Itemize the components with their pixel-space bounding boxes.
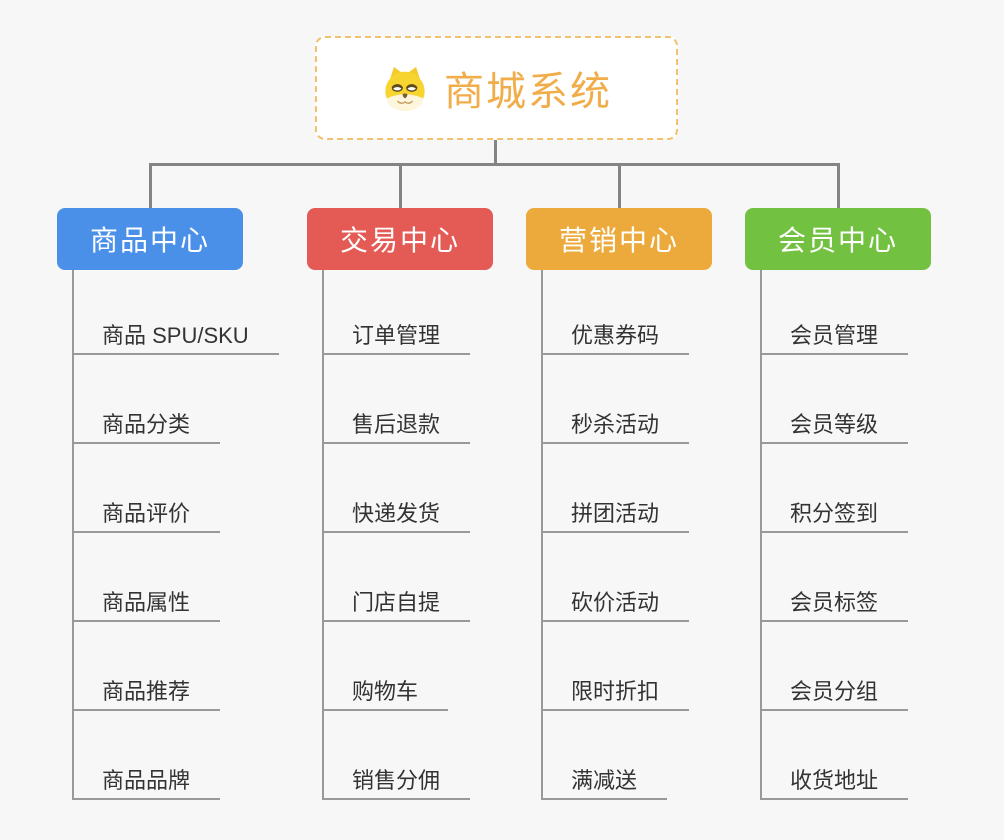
- subtopic-item[interactable]: 商品推荐: [72, 675, 221, 711]
- connector-branch-stem-0: [149, 164, 152, 208]
- subtopic-item[interactable]: 商品品牌: [72, 764, 221, 800]
- subtopic-item[interactable]: 商品评价: [72, 497, 221, 533]
- subtopic-item[interactable]: 商品 SPU/SKU: [72, 319, 279, 355]
- subtopic-item[interactable]: 会员管理: [760, 319, 909, 355]
- subtopic-item[interactable]: 会员分组: [760, 675, 909, 711]
- subtopic-item[interactable]: 砍价活动: [541, 586, 690, 622]
- subtopic-item[interactable]: 秒杀活动: [541, 408, 690, 444]
- branch-topic-trade-center[interactable]: 交易中心: [307, 208, 493, 270]
- connector-horizontal-rail: [149, 163, 840, 166]
- subtopic-item[interactable]: 销售分佣: [322, 764, 471, 800]
- subtopic-item[interactable]: 订单管理: [322, 319, 471, 355]
- root-topic[interactable]: 商城系统: [315, 36, 678, 140]
- connector-branch-stem-3: [837, 164, 840, 208]
- connector-branch-line-1: [322, 270, 324, 800]
- connector-branch-stem-1: [399, 164, 402, 208]
- connector-branch-line-2: [541, 270, 543, 800]
- subtopic-item[interactable]: 优惠券码: [541, 319, 690, 355]
- subtopic-item[interactable]: 拼团活动: [541, 497, 690, 533]
- root-topic-label: 商城系统: [444, 70, 612, 114]
- branch-topic-marketing-center[interactable]: 营销中心: [526, 208, 712, 270]
- subtopic-item[interactable]: 门店自提: [322, 586, 471, 622]
- subtopic-item[interactable]: 商品分类: [72, 408, 221, 444]
- subtopic-item[interactable]: 购物车: [322, 675, 449, 711]
- connector-branch-stem-2: [618, 164, 621, 208]
- subtopic-item[interactable]: 会员等级: [760, 408, 909, 444]
- connector-branch-line-3: [760, 270, 762, 800]
- subtopic-item[interactable]: 商品属性: [72, 586, 221, 622]
- branch-topic-member-center[interactable]: 会员中心: [745, 208, 931, 270]
- subtopic-item[interactable]: 积分签到: [760, 497, 909, 533]
- connector-root-stem: [494, 140, 497, 164]
- doge-face-icon: [385, 66, 425, 112]
- subtopic-item[interactable]: 快递发货: [322, 497, 471, 533]
- subtopic-item[interactable]: 限时折扣: [541, 675, 690, 711]
- connector-branch-line-0: [72, 270, 74, 800]
- branch-topic-product-center[interactable]: 商品中心: [57, 208, 243, 270]
- subtopic-item[interactable]: 满减送: [541, 764, 668, 800]
- subtopic-item[interactable]: 会员标签: [760, 586, 909, 622]
- subtopic-item[interactable]: 售后退款: [322, 408, 471, 444]
- subtopic-item[interactable]: 收货地址: [760, 764, 909, 800]
